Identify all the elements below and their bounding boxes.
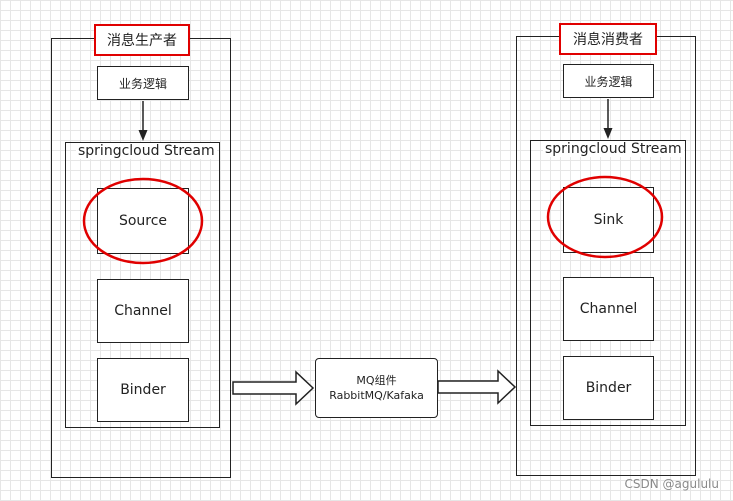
consumer-logic-box: 业务逻辑 xyxy=(563,64,654,98)
producer-logic-arrowhead xyxy=(138,130,148,141)
consumer-stream-title: springcloud Stream xyxy=(543,141,684,157)
csdn-watermark: CSDN @agululu xyxy=(624,477,719,491)
producer-to-mq-arrow xyxy=(232,370,315,406)
mq-label: MQ组件 xyxy=(356,374,397,387)
mq-to-consumer-arrow xyxy=(437,369,517,405)
producer-title: 消息生产者 xyxy=(94,24,190,56)
producer-channel-box: Channel xyxy=(97,279,189,343)
mq-middleware-box: MQ组件 RabbitMQ/Kafaka xyxy=(315,358,438,418)
mq-products-label: RabbitMQ/Kafaka xyxy=(329,389,424,402)
consumer-title: 消息消费者 xyxy=(559,23,657,55)
consumer-channel-box: Channel xyxy=(563,277,654,341)
source-highlight-ellipse xyxy=(82,177,204,265)
producer-stream-title: springcloud Stream xyxy=(76,143,217,159)
sink-highlight-ellipse xyxy=(546,175,664,259)
sink-box: Sink xyxy=(563,187,654,253)
source-box: Source xyxy=(97,188,189,254)
consumer-binder-box: Binder xyxy=(563,356,654,420)
producer-logic-box: 业务逻辑 xyxy=(97,66,189,100)
producer-stream-frame xyxy=(65,142,220,428)
consumer-logic-arrowhead xyxy=(603,128,613,139)
producer-binder-box: Binder xyxy=(97,358,189,422)
consumer-stream-frame xyxy=(530,140,686,426)
